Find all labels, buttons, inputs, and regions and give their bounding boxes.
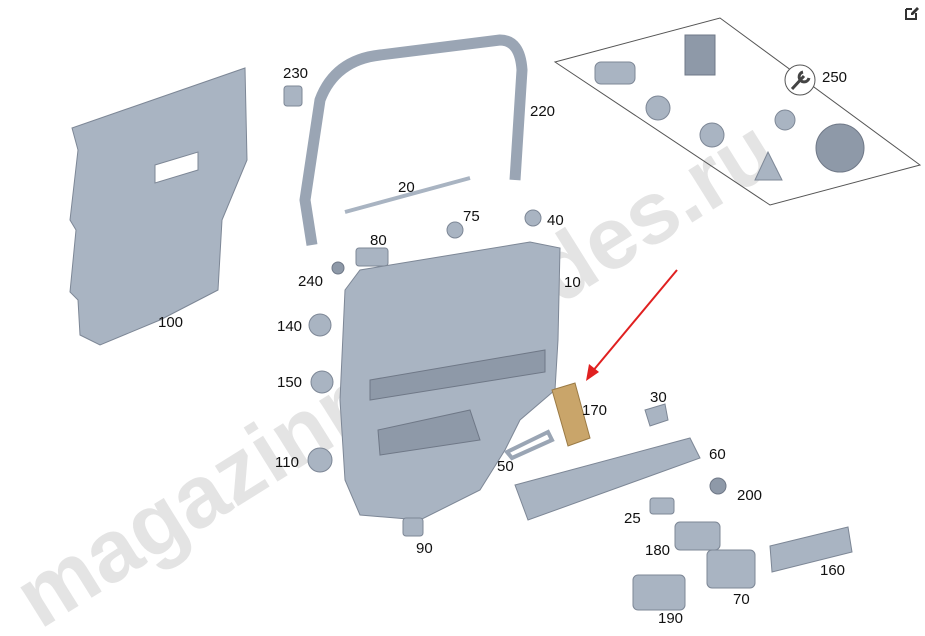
label-170[interactable]: 170 <box>582 402 607 419</box>
part-150-shape[interactable] <box>310 370 334 394</box>
part-25-shape[interactable] <box>649 497 675 515</box>
label-220[interactable]: 220 <box>530 103 555 120</box>
part-250-clip5 <box>815 123 865 173</box>
edit-button[interactable] <box>903 4 921 22</box>
part-190-shape[interactable] <box>632 574 686 611</box>
label-230[interactable]: 230 <box>283 65 308 82</box>
label-75[interactable]: 75 <box>463 208 480 225</box>
part-50-shape[interactable] <box>503 429 555 461</box>
part-250-kit-box <box>553 17 922 206</box>
part-60-shape[interactable] <box>514 437 701 521</box>
part-110-shape[interactable] <box>307 447 333 473</box>
part-80-shape[interactable] <box>355 247 389 267</box>
pointer-arrowhead <box>586 364 599 381</box>
label-25[interactable]: 25 <box>624 510 641 527</box>
part-250-clip2 <box>684 34 716 76</box>
part-250-clip3 <box>645 95 671 121</box>
label-90[interactable]: 90 <box>416 540 433 557</box>
part-70-shape[interactable] <box>706 549 756 589</box>
part-140-shape[interactable] <box>308 313 332 337</box>
part-180-shape[interactable] <box>674 521 721 551</box>
part-10-armrest <box>369 349 546 401</box>
label-240[interactable]: 240 <box>298 273 323 290</box>
label-100[interactable]: 100 <box>158 314 183 331</box>
label-250[interactable]: 250 <box>822 69 847 86</box>
part-90-shape[interactable] <box>402 517 424 537</box>
edit-icon <box>905 7 919 20</box>
part-240-shape[interactable] <box>331 261 345 275</box>
part-250-clip4 <box>774 109 796 131</box>
part-10-pocket <box>377 409 481 456</box>
label-80[interactable]: 80 <box>370 232 387 249</box>
label-150[interactable]: 150 <box>277 374 302 391</box>
label-30[interactable]: 30 <box>650 389 667 406</box>
label-200[interactable]: 200 <box>737 487 762 504</box>
part-75-shape[interactable] <box>446 221 464 239</box>
part-100-shape[interactable] <box>69 67 248 346</box>
label-40[interactable]: 40 <box>547 212 564 229</box>
wrench-icon-glyph <box>790 70 811 91</box>
label-50[interactable]: 50 <box>497 458 514 475</box>
part-250-clip6 <box>754 150 783 181</box>
part-20-shape[interactable] <box>344 176 471 214</box>
label-10[interactable]: 10 <box>564 274 581 291</box>
part-100-cutout <box>154 151 199 184</box>
label-180[interactable]: 180 <box>645 542 670 559</box>
label-140[interactable]: 140 <box>277 318 302 335</box>
part-170-shape[interactable] <box>551 382 591 447</box>
part-160-shape[interactable] <box>769 526 853 573</box>
part-220-shape[interactable] <box>299 34 528 246</box>
part-250-clip7 <box>699 122 725 148</box>
label-70[interactable]: 70 <box>733 591 750 608</box>
label-60[interactable]: 60 <box>709 446 726 463</box>
part-40-shape[interactable] <box>524 209 542 227</box>
part-250-clip1 <box>594 61 636 85</box>
label-190[interactable]: 190 <box>658 610 683 627</box>
part-200-shape[interactable] <box>709 477 727 495</box>
pointer-arrow <box>591 269 678 373</box>
label-160[interactable]: 160 <box>820 562 845 579</box>
part-230-shape[interactable] <box>283 85 303 107</box>
part-30-shape[interactable] <box>644 403 669 427</box>
label-20[interactable]: 20 <box>398 179 415 196</box>
label-110[interactable]: 110 <box>275 454 299 471</box>
